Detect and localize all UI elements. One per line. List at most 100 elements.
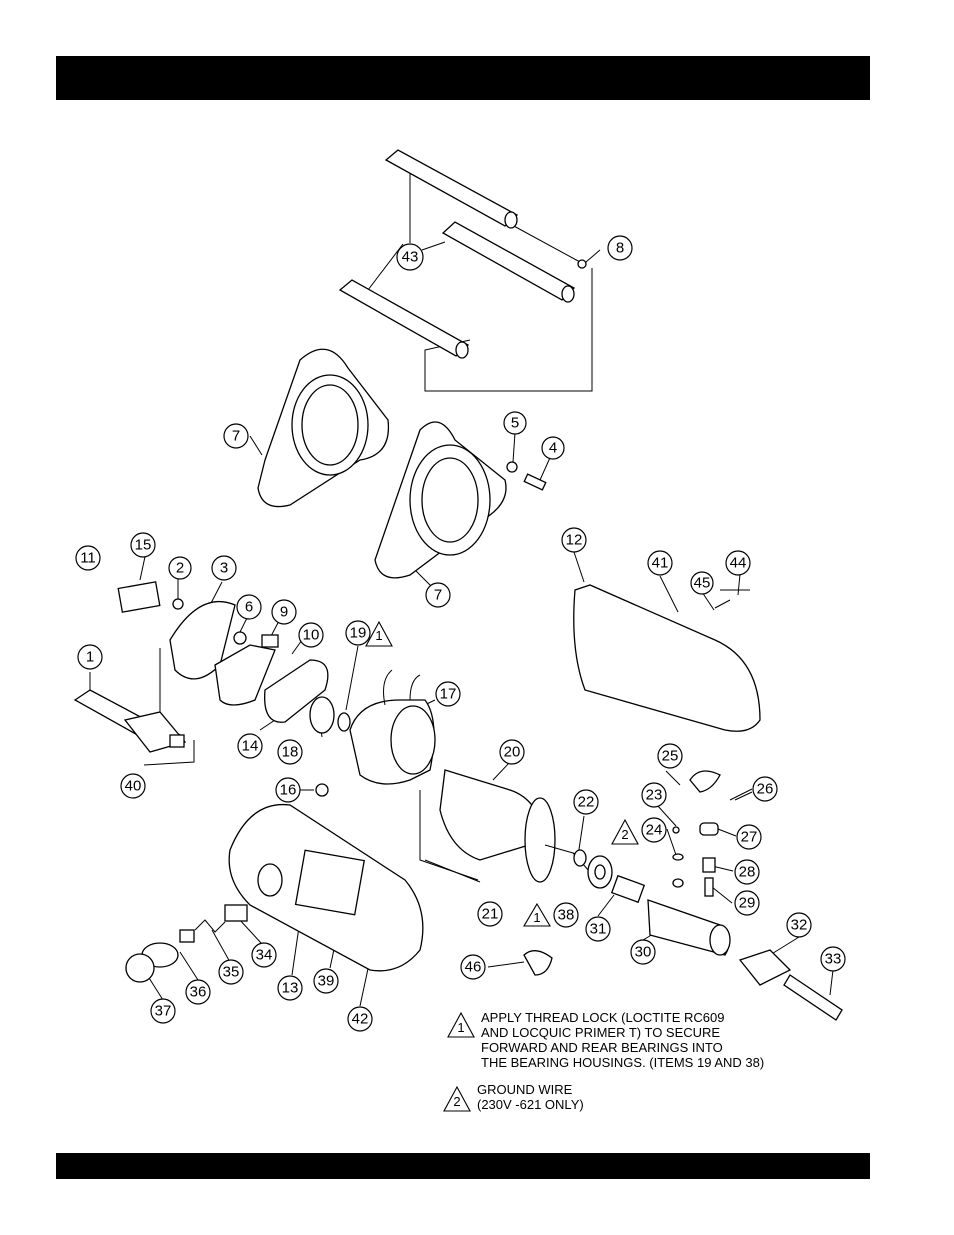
callout-19: 19 [345, 620, 371, 646]
svg-text:1: 1 [375, 628, 382, 643]
callout-24: 24 [641, 817, 667, 843]
callout-42: 42 [347, 1006, 373, 1032]
svg-text:1: 1 [86, 649, 94, 666]
callout-46: 46 [460, 954, 486, 980]
callout-16: 16 [275, 777, 301, 803]
note2-line: (230V -621 ONLY) [477, 1097, 584, 1112]
svg-text:16: 16 [280, 782, 297, 799]
svg-text:12: 12 [566, 532, 583, 549]
svg-text:2: 2 [176, 560, 184, 577]
part-housing-cover [573, 584, 761, 732]
callout-22: 22 [573, 789, 599, 815]
svg-text:7: 7 [232, 428, 240, 445]
svg-text:32: 32 [791, 917, 808, 934]
part-motor-housing [125, 803, 553, 983]
note-marker-38: 1 [523, 902, 551, 927]
callout-9: 9 [271, 599, 297, 625]
svg-text:13: 13 [282, 980, 299, 997]
svg-text:2: 2 [453, 1094, 460, 1109]
callout-13: 13 [277, 975, 303, 1001]
svg-text:45: 45 [694, 575, 711, 592]
callout-36: 36 [185, 979, 211, 1005]
svg-text:42: 42 [352, 1011, 369, 1028]
svg-text:3: 3 [220, 560, 228, 577]
svg-text:44: 44 [730, 555, 747, 572]
callout-14: 14 [237, 733, 263, 759]
part-end-assembly [610, 770, 843, 1021]
note-marker-19: 1 [365, 620, 393, 647]
svg-text:7: 7 [434, 587, 442, 604]
note1-text: APPLY THREAD LOCK (LOCTITE RC609 AND LOC… [481, 1010, 764, 1070]
callout-15: 15 [130, 532, 156, 558]
svg-text:1: 1 [533, 910, 540, 925]
callout-25: 25 [657, 743, 683, 769]
callout-7-front: 7 [425, 582, 451, 608]
svg-text:38: 38 [558, 907, 575, 924]
svg-text:39: 39 [318, 973, 335, 990]
svg-text:6: 6 [245, 599, 253, 616]
callout-2: 2 [168, 556, 192, 580]
note1-line: FORWARD AND REAR BEARINGS INTO [481, 1040, 723, 1055]
note1-line: AND LOCQUIC PRIMER T) TO SECURE [481, 1025, 721, 1040]
callout-30: 30 [630, 939, 656, 965]
callout-12: 12 [561, 527, 587, 553]
callout-40: 40 [120, 773, 146, 799]
callout-20: 20 [499, 739, 525, 765]
callout-26: 26 [752, 776, 778, 802]
note-marker-24: 2 [611, 818, 639, 845]
svg-text:31: 31 [590, 921, 607, 938]
svg-text:36: 36 [190, 984, 207, 1001]
callout-29: 29 [734, 890, 760, 916]
svg-text:14: 14 [242, 738, 259, 755]
svg-text:43: 43 [402, 249, 419, 266]
svg-text:2: 2 [621, 827, 628, 842]
callout-32: 32 [786, 912, 812, 938]
note1-line: THE BEARING HOUSINGS. (ITEMS 19 AND 38) [481, 1055, 765, 1070]
callout-35: 35 [218, 959, 244, 985]
svg-text:19: 19 [350, 625, 367, 642]
part-bearing-housing-rear [257, 348, 390, 508]
callout-3: 3 [211, 555, 237, 581]
svg-text:20: 20 [504, 744, 521, 761]
svg-text:25: 25 [662, 748, 679, 765]
svg-text:37: 37 [155, 1003, 172, 1020]
callout-38: 38 [553, 902, 579, 928]
header-bar [56, 56, 870, 100]
part-front-bearing [573, 849, 613, 889]
svg-text:34: 34 [256, 947, 273, 964]
callout-45: 45 [690, 571, 714, 595]
part-stator [315, 669, 436, 797]
svg-text:41: 41 [652, 555, 669, 572]
callout-8: 8 [607, 235, 633, 261]
part-spacer-rods [338, 149, 576, 359]
callout-37: 37 [150, 998, 176, 1024]
svg-text:27: 27 [741, 829, 758, 846]
svg-text:11: 11 [80, 550, 96, 567]
callout-4: 4 [541, 436, 565, 460]
svg-text:26: 26 [757, 781, 774, 798]
callout-7-rear: 7 [223, 423, 249, 449]
callout-23: 23 [641, 782, 667, 808]
svg-text:15: 15 [135, 537, 152, 554]
callout-31: 31 [585, 916, 611, 942]
svg-text:33: 33 [825, 951, 842, 968]
callout-10: 10 [298, 622, 324, 648]
svg-text:10: 10 [303, 627, 320, 644]
callout-21: 21 [477, 901, 503, 927]
callouts: 43 8 7 5 4 7 11 15 2 3 6 9 10 1 14 18 40… [75, 235, 846, 1032]
svg-text:40: 40 [125, 778, 142, 795]
svg-text:18: 18 [282, 744, 299, 761]
callout-11: 11 [75, 545, 101, 571]
callout-33: 33 [820, 946, 846, 972]
callout-39: 39 [313, 968, 339, 994]
callout-18: 18 [277, 739, 303, 765]
note2-symbol: 2 [443, 1085, 471, 1112]
svg-text:9: 9 [280, 604, 288, 621]
callout-44: 44 [725, 550, 751, 576]
svg-text:1: 1 [457, 1020, 464, 1035]
callout-41: 41 [647, 550, 673, 576]
part-small-hardware [506, 259, 587, 491]
svg-text:24: 24 [646, 822, 663, 839]
callout-17: 17 [435, 681, 461, 707]
